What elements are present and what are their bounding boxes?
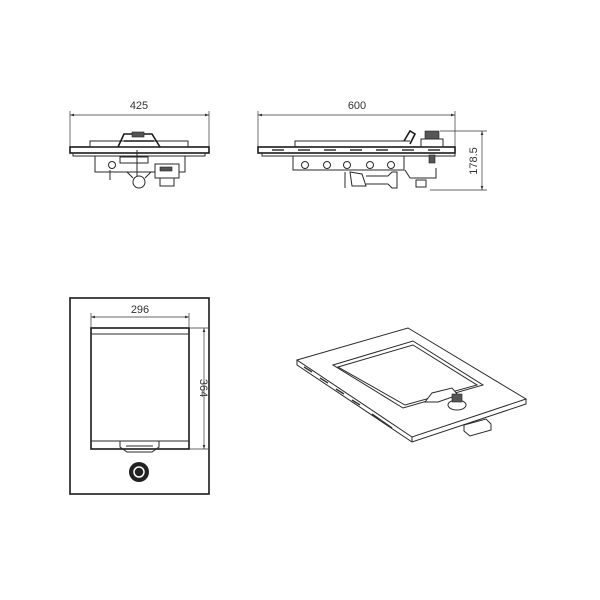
top-plate-outline <box>69 297 210 495</box>
front-plate <box>69 146 210 154</box>
front-knob <box>132 175 146 189</box>
top-width-label: 296 <box>131 304 149 316</box>
top-view: 296 364 <box>69 297 210 495</box>
iso-handle <box>423 387 459 403</box>
top-depth-label: 364 <box>197 379 209 397</box>
side-griddle <box>294 140 410 147</box>
front-griddle <box>89 140 189 148</box>
side-knob <box>424 130 440 140</box>
side-height-label: 178.5 <box>468 147 480 175</box>
side-plate <box>257 146 456 154</box>
side-gas-valve <box>349 171 367 187</box>
isometric-view <box>295 327 528 443</box>
top-griddle <box>90 327 190 450</box>
front-width-label: 425 <box>130 100 148 112</box>
top-knob <box>129 462 149 482</box>
front-view: 425 <box>69 100 210 189</box>
side-width-label: 600 <box>348 100 366 112</box>
side-view: 600 178.5 <box>257 100 487 191</box>
top-handle <box>119 441 160 453</box>
iso-control-box <box>463 418 492 437</box>
